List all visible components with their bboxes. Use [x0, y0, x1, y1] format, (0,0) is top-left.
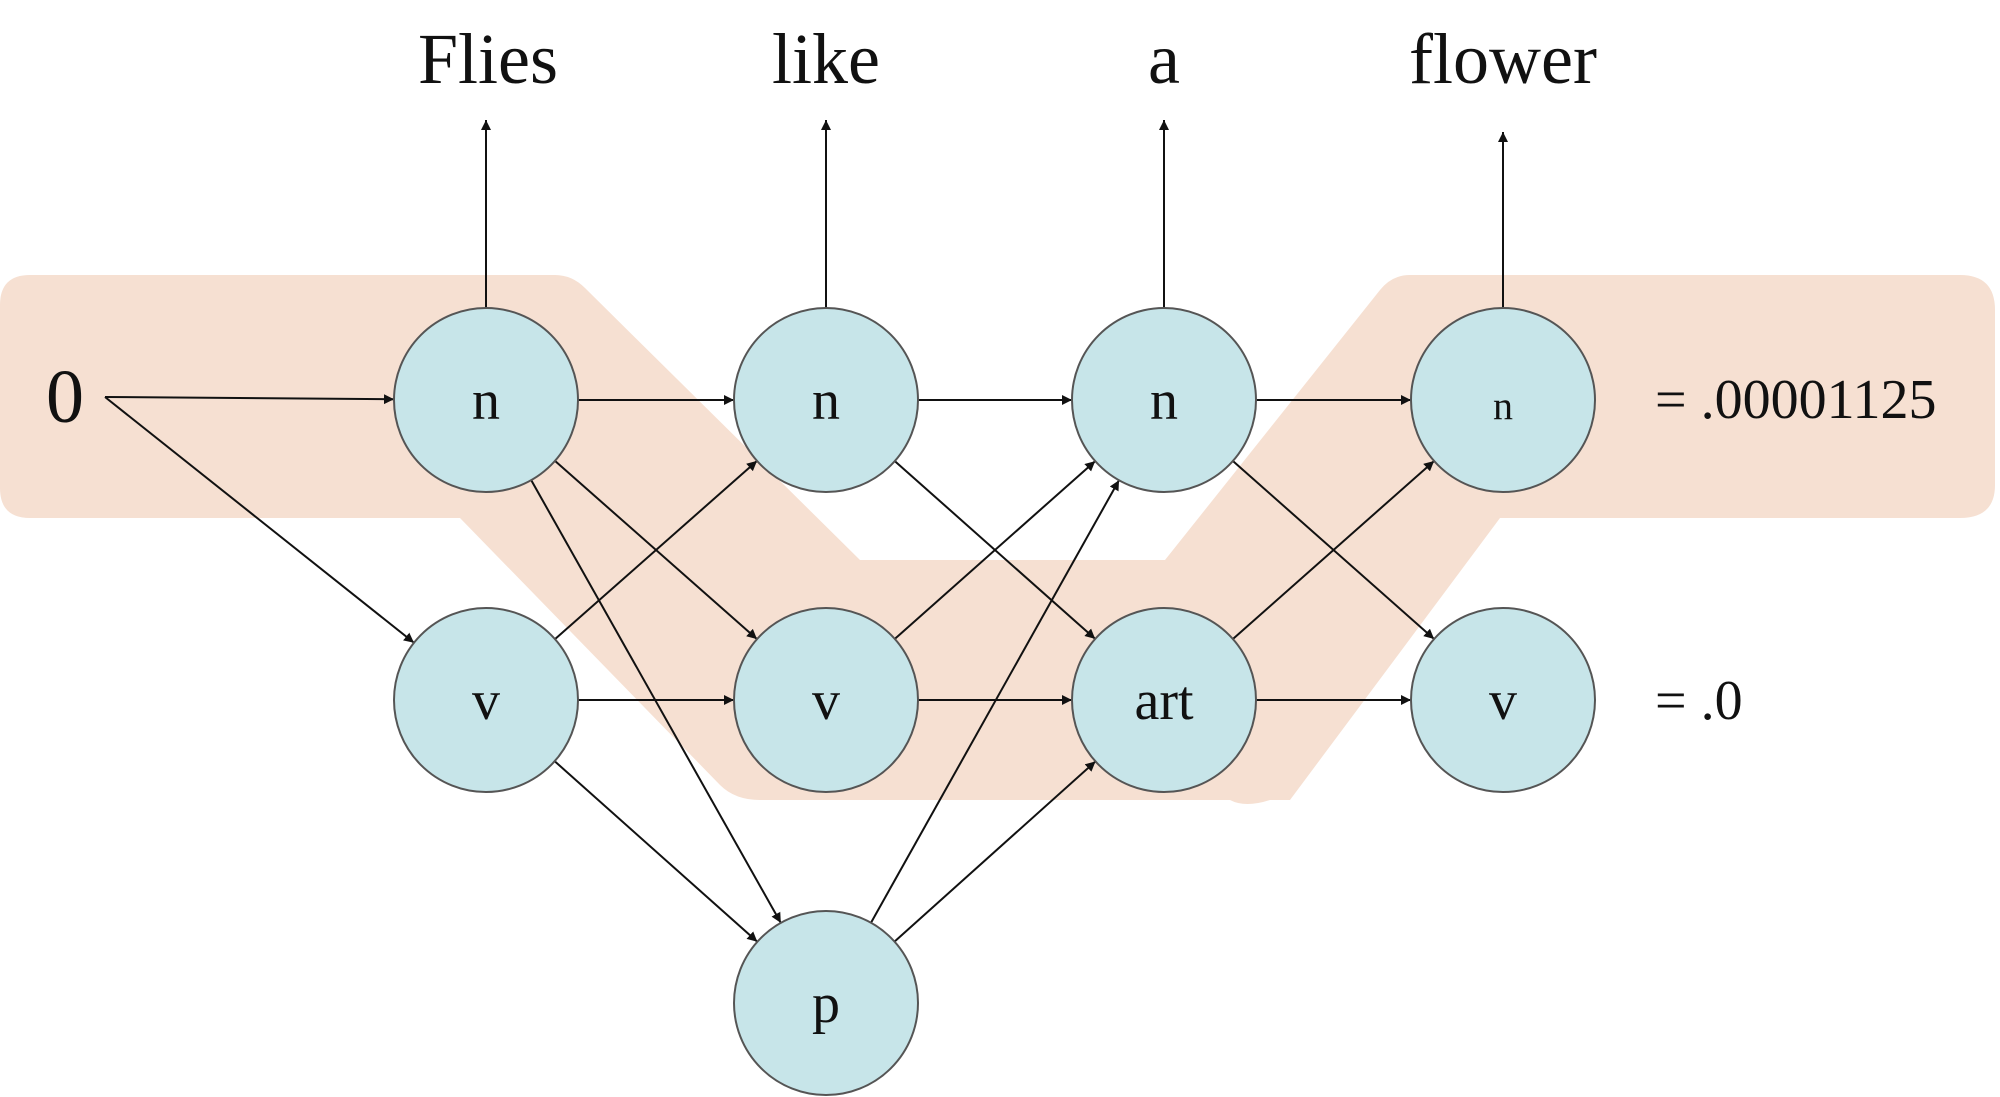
node-circle	[1410, 607, 1596, 793]
edge-0-1-to-1-2	[554, 760, 758, 943]
node-label: v	[1489, 670, 1517, 732]
node-circle	[393, 607, 579, 793]
edge-start-to-0-1	[104, 396, 415, 644]
node-1-v: v	[733, 607, 919, 793]
node-circle	[393, 307, 579, 493]
word-a: a	[1148, 19, 1180, 99]
node-1-n: n	[733, 307, 919, 493]
node-label: p	[812, 973, 840, 1035]
word-like: like	[772, 19, 880, 99]
node-label: n	[1493, 383, 1513, 428]
node-label: n	[472, 370, 500, 432]
node-circle	[733, 607, 919, 793]
node-3-n: n	[1410, 307, 1596, 493]
node-circle	[733, 910, 919, 1096]
node-circle	[1071, 307, 1257, 493]
node-1-p: p	[733, 910, 919, 1096]
node-label: v	[812, 670, 840, 732]
edge-1-1-to-2-0	[894, 460, 1096, 640]
word-flies: Flies	[418, 19, 558, 99]
state-nodes: n v n v p n art n v	[393, 307, 1596, 1096]
node-2-n: n	[1071, 307, 1257, 493]
node-label: n	[1150, 370, 1178, 432]
node-3-v: v	[1410, 607, 1596, 793]
edge-start-to-0-0	[104, 394, 395, 405]
edge-1-2-to-2-0	[870, 479, 1120, 924]
transition-edges	[104, 394, 1435, 943]
node-0-n: n	[393, 307, 579, 493]
node-2-art: art	[1071, 607, 1257, 793]
emission-arrows	[481, 120, 1508, 308]
edge-0-0-to-1-2	[530, 479, 782, 924]
observation-words: Flies like a flower	[418, 19, 1597, 99]
result-bottom: = .0	[1655, 670, 1743, 732]
node-label: n	[812, 370, 840, 432]
result-top: = .00001125	[1655, 369, 1937, 431]
edge-1-2-to-2-1	[893, 760, 1097, 943]
node-label: art	[1134, 670, 1194, 732]
node-label: v	[472, 670, 500, 732]
edge-0-1-to-1-0	[554, 460, 758, 640]
node-circle	[1071, 607, 1257, 793]
start-label: 0	[46, 355, 84, 439]
word-flower: flower	[1409, 19, 1597, 99]
node-circle	[733, 307, 919, 493]
node-0-v: v	[393, 607, 579, 793]
node-circle	[1410, 307, 1596, 493]
edge-2-1-to-3-0	[1232, 460, 1435, 640]
